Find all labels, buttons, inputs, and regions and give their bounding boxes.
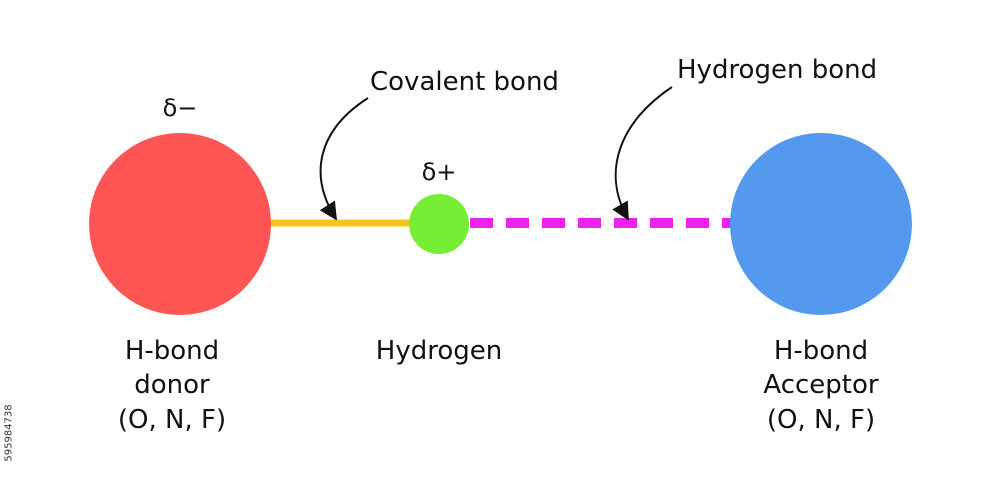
covalent-bond-label: Covalent bond <box>370 67 559 97</box>
donor-label-line-1: H-bond <box>125 336 219 366</box>
delta-minus-label: δ− <box>163 94 198 122</box>
acceptor-label-line-3: (O, N, F) <box>767 405 875 435</box>
hydrogen-label: Hydrogen <box>376 336 502 366</box>
acceptor-label-line-1: H-bond <box>774 336 868 366</box>
hydrogen-bond-arrow <box>612 86 673 221</box>
donor-label-line-3: (O, N, F) <box>118 405 226 435</box>
covalent-bond-arrow <box>319 97 369 221</box>
donor-atom <box>89 133 271 315</box>
donor-label-line-2: donor <box>134 370 210 400</box>
acceptor-atom <box>730 133 912 315</box>
stock-id-text: 595984738 <box>3 404 15 462</box>
acceptor-label-line-2: Acceptor <box>763 370 879 400</box>
delta-plus-label: δ+ <box>422 158 457 186</box>
stock-id-watermark: 595984738 <box>2 378 16 488</box>
hydrogen-bond-label: Hydrogen bond <box>677 55 877 85</box>
hydrogen-atom <box>409 194 469 254</box>
